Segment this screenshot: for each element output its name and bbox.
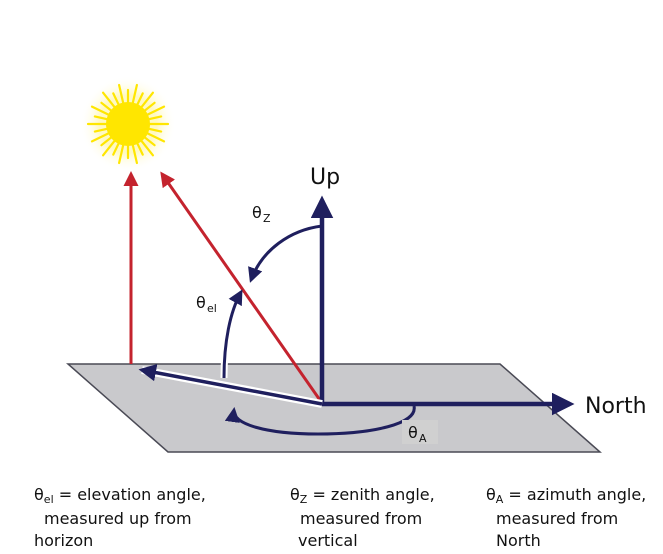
sun-ray (117, 144, 125, 165)
sun-ray (112, 142, 120, 156)
sun-ray (112, 92, 120, 106)
zenith-angle-arc (248, 224, 323, 283)
azimuth-caption: θA = azimuth angle, measured from North (486, 485, 647, 550)
sun-ray (100, 136, 112, 147)
svg-text:θ: θ (196, 293, 206, 312)
svg-text:θ: θ (408, 423, 418, 442)
sun-ray (144, 101, 156, 112)
svg-text:θ: θ (252, 203, 262, 222)
sun-ray (148, 127, 163, 133)
sun-ray-line (160, 171, 324, 404)
up-label: Up (310, 165, 340, 190)
sun-ray (101, 91, 116, 108)
sun-ray (131, 83, 139, 104)
sun-ray (93, 127, 108, 133)
sun-ray (131, 144, 139, 165)
sun-ray (101, 140, 116, 157)
elevation-caption: θel = elevation angle, measured up from … (34, 485, 206, 550)
sun-ray (90, 132, 110, 143)
horizontal-plane (66, 363, 602, 453)
sun-ray (146, 132, 166, 143)
svg-text:el: el (207, 302, 217, 315)
sun-ray (100, 101, 112, 112)
sun-ray (136, 142, 144, 156)
sun-ray (140, 140, 155, 157)
sun-icon (80, 76, 176, 172)
zenith-caption: θZ = zenith angle, measured from vertica… (290, 485, 435, 550)
svg-text:Z: Z (263, 212, 271, 225)
sun-ray (144, 136, 156, 147)
sun-ray (146, 105, 166, 116)
sun-ray (136, 92, 144, 106)
sun-ray (148, 115, 163, 121)
sun-ray (117, 83, 125, 104)
sun-ray (93, 115, 108, 121)
north-label: North (585, 394, 647, 419)
sun-ray (140, 91, 155, 108)
svg-text:A: A (419, 432, 427, 445)
azimuth-angle-label: θ A (402, 420, 438, 445)
sun-ray (90, 105, 110, 116)
elevation-angle-label: θ el (196, 293, 217, 315)
zenith-angle-label: θ Z (252, 203, 271, 225)
